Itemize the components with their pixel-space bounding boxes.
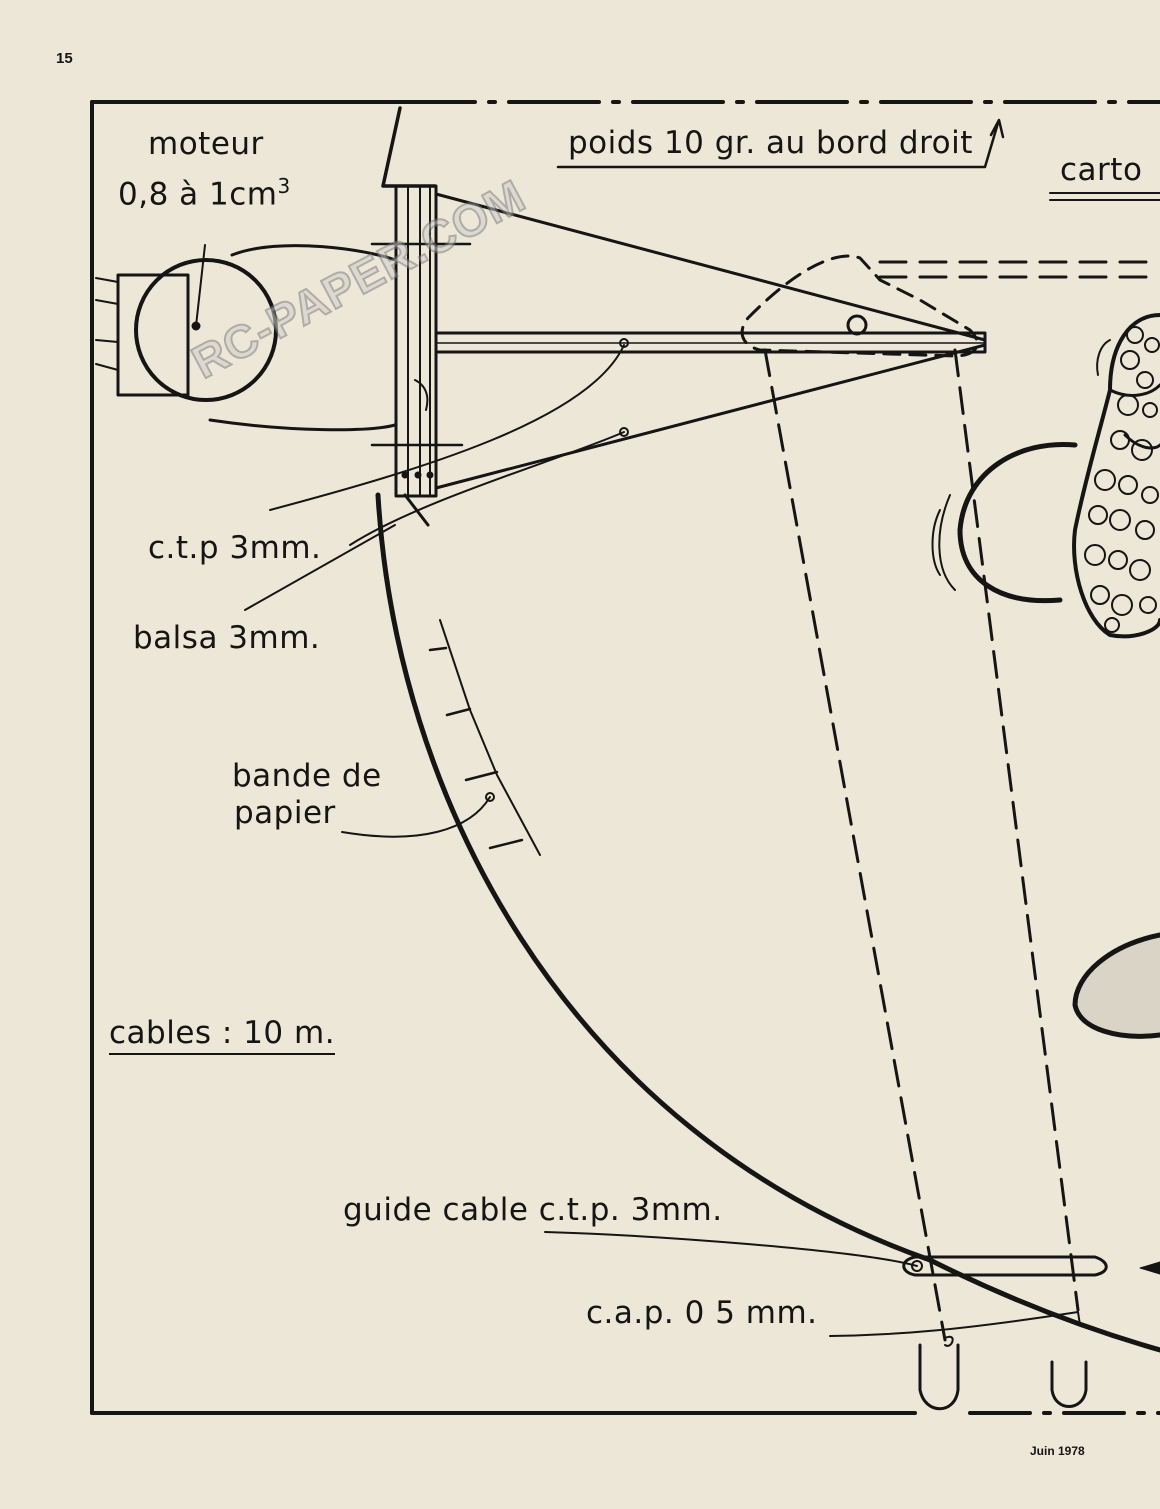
motor-body xyxy=(116,273,190,397)
label-cap: c.a.p. 0 5 mm. xyxy=(586,1295,818,1331)
character-bulb xyxy=(1072,313,1160,639)
motor-drum xyxy=(134,258,278,402)
label-moteur-size: 0,8 à 1cm3 xyxy=(118,168,291,212)
label-bande-line1: bande de xyxy=(232,758,382,794)
label-poids: poids 10 gr. au bord droit xyxy=(568,125,973,161)
label-moteur-sup: 3 xyxy=(277,174,291,198)
character-head xyxy=(957,441,1078,604)
label-moteur-size-text: 0,8 à 1cm xyxy=(118,176,278,213)
label-bande-line2: papier xyxy=(234,795,336,831)
hull-curve xyxy=(375,492,1160,1353)
footer-date: Juin 1978 xyxy=(1030,1444,1085,1458)
page-number: 15 xyxy=(56,50,73,67)
label-cables: cables : 10 m. xyxy=(109,1015,336,1055)
label-guide-cable: guide cable c.t.p. 3mm. xyxy=(343,1192,723,1228)
character-shoe xyxy=(1072,932,1160,1039)
label-ctp: c.t.p 3mm. xyxy=(148,530,322,566)
label-balsa: balsa 3mm. xyxy=(133,620,321,656)
label-carton: carto xyxy=(1060,152,1143,188)
label-moteur: moteur xyxy=(148,126,264,162)
